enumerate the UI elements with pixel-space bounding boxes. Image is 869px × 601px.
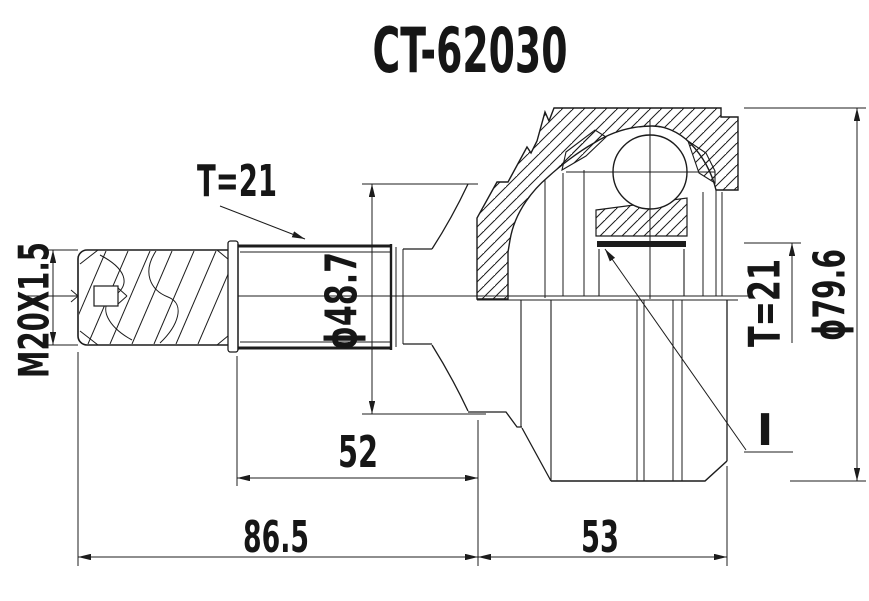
taper-lower-surface xyxy=(431,344,469,412)
dim-53-label: 53 xyxy=(581,512,619,563)
shaft-diameter-label: ϕ48.7 xyxy=(317,252,368,350)
center-hole-chamfer xyxy=(117,287,128,297)
joint-body xyxy=(431,107,739,482)
outer-race-section xyxy=(476,107,739,300)
labels: CT-62030 T=21 M20X1.5 ϕ48.7 T=21 ϕ79.6 5… xyxy=(10,14,856,563)
detail-i-leader-line xyxy=(604,248,747,451)
boot-groove-bottom xyxy=(468,411,522,428)
spline-count-label-left: T=21 xyxy=(197,156,277,207)
detail-i-label: I xyxy=(757,405,773,456)
outer-diameter-label: ϕ79.6 xyxy=(805,249,856,341)
threaded-stud xyxy=(77,249,237,346)
thread-runout-curve xyxy=(148,251,179,344)
stud-chamfer xyxy=(79,330,99,346)
body-bottom-edge xyxy=(551,460,728,482)
body-lower-step xyxy=(521,427,552,482)
taper-upper-surface xyxy=(431,183,469,250)
dim-52-label: 52 xyxy=(338,427,378,478)
t21-leader-line xyxy=(219,205,306,240)
center-hole-chamfer xyxy=(117,295,128,305)
spline-shaft xyxy=(227,240,432,353)
dimension-lines xyxy=(46,107,866,566)
cage-arm-left xyxy=(561,129,607,172)
spline-count-label-right: T=21 xyxy=(740,259,791,347)
thread-spec-label: M20X1.5 xyxy=(10,242,59,378)
center-hole-square xyxy=(93,285,119,307)
dim-86-5-label: 86.5 xyxy=(243,512,309,563)
stud-chamfer xyxy=(79,249,99,265)
part-number-title: CT-62030 xyxy=(373,14,568,87)
shaft-collar xyxy=(227,240,239,353)
